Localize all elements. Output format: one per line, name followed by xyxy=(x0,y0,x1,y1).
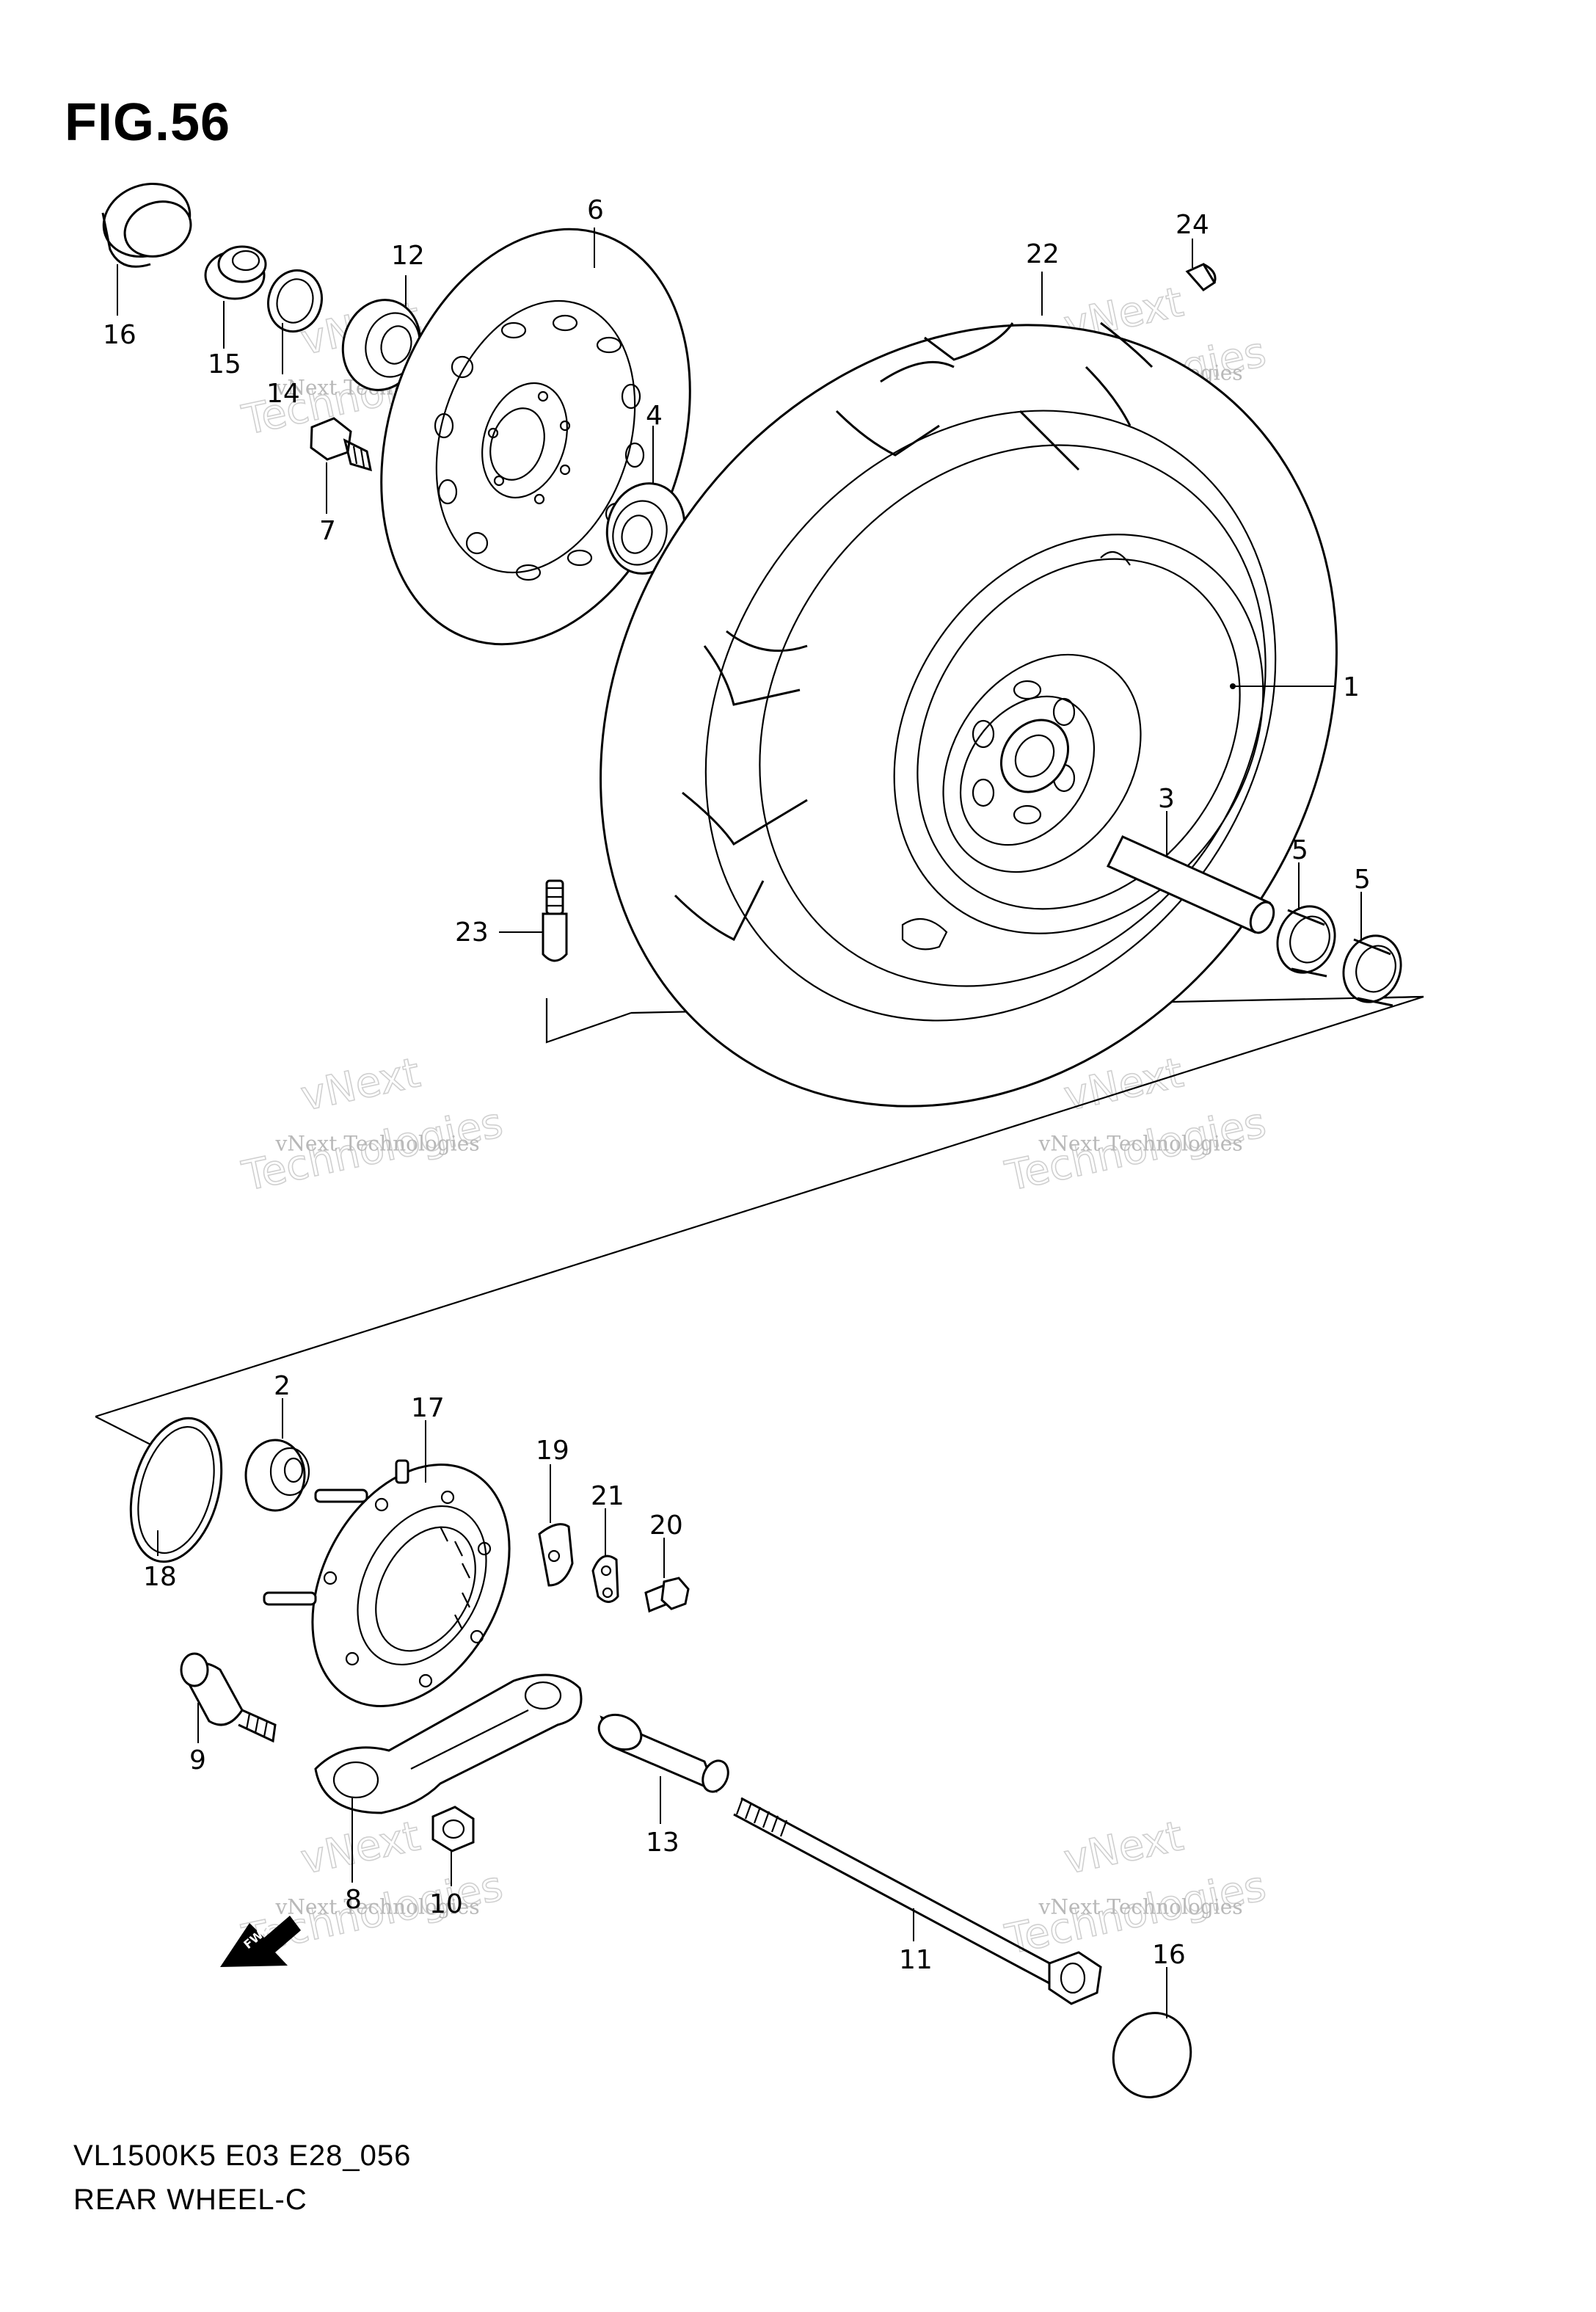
watermark-bottom-right: Technologies vNext vNext Technologies xyxy=(1001,1811,1271,1964)
disc-bolt-holes xyxy=(487,390,571,505)
part-23-valve-stem xyxy=(542,879,568,962)
callout-1: 1 xyxy=(1343,672,1360,702)
watermark-mid-left: Technologies vNext vNext Technologies xyxy=(238,1048,508,1201)
svg-text:vNext Technologies: vNext Technologies xyxy=(1038,1132,1243,1156)
part-13-collar xyxy=(597,1713,729,1793)
part-9-pivot-bolt xyxy=(180,1652,277,1743)
part-10-nut xyxy=(431,1806,475,1853)
part-16-dust-cap xyxy=(101,182,192,268)
callout-2: 2 xyxy=(274,1371,291,1401)
callout-11: 11 xyxy=(899,1945,933,1975)
tire-tread-pattern xyxy=(674,321,1154,942)
callout-23: 23 xyxy=(455,917,489,948)
part-7-disc-bolt xyxy=(310,417,372,472)
disc-vent-holes xyxy=(434,314,645,581)
flange-holes xyxy=(323,1490,492,1688)
callout-4: 4 xyxy=(646,401,663,431)
callout-labels: 16 15 14 12 7 6 4 22 24 1 3 5 5 23 2 17 … xyxy=(103,195,1371,1975)
svg-text:vNext Technologies: vNext Technologies xyxy=(1038,1895,1243,1919)
callout-22: 22 xyxy=(1026,239,1060,269)
axle-thread xyxy=(735,1797,788,1837)
callout-5a: 5 xyxy=(1291,835,1308,865)
part-20-bolt xyxy=(644,1577,690,1613)
svg-text:vNext Technologies: vNext Technologies xyxy=(275,1895,480,1919)
callout-18: 18 xyxy=(143,1562,177,1592)
svg-text:vNext: vNext xyxy=(296,1049,424,1121)
part-5-bearing-a xyxy=(1276,905,1336,978)
callout-24: 24 xyxy=(1176,210,1209,240)
part-2-bearing xyxy=(244,1439,310,1512)
section-name: REAR WHEEL-C xyxy=(73,2184,307,2216)
callout-12: 12 xyxy=(391,241,425,271)
callout-6: 6 xyxy=(587,195,604,225)
callout-3: 3 xyxy=(1158,784,1175,814)
part-18-o-ring xyxy=(129,1417,223,1563)
flange-studs xyxy=(263,1459,409,1606)
callout-19: 19 xyxy=(536,1436,569,1466)
part-3-spacer-tube xyxy=(1106,835,1275,934)
part-16-axle-cap xyxy=(1112,2012,1192,2098)
callout-7: 7 xyxy=(319,516,336,546)
part-24-balancer-clip xyxy=(1185,263,1217,291)
callout-10: 10 xyxy=(429,1889,463,1919)
callout-16-bottom: 16 xyxy=(1152,1940,1186,1970)
callout-8: 8 xyxy=(345,1885,362,1915)
svg-text:vNext: vNext xyxy=(1060,1812,1187,1884)
callout-16-top: 16 xyxy=(103,320,136,350)
part-8-torque-arm xyxy=(314,1673,583,1814)
callout-17: 17 xyxy=(411,1393,445,1423)
figure-title: FIG.56 xyxy=(65,93,231,152)
callout-5b: 5 xyxy=(1354,865,1371,895)
callout-21: 21 xyxy=(591,1481,624,1511)
part-1-wheel-rim xyxy=(893,534,1264,950)
callout-13: 13 xyxy=(646,1828,679,1858)
part-5-bearing-b xyxy=(1342,934,1402,1007)
callout-20: 20 xyxy=(649,1511,683,1541)
part-15-spacer xyxy=(204,245,267,300)
part-21-lock-washer xyxy=(591,1555,619,1603)
callout-15: 15 xyxy=(208,349,241,379)
svg-text:vNext: vNext xyxy=(296,1812,424,1884)
callout-9: 9 xyxy=(189,1745,206,1775)
svg-text:vNext Technologies: vNext Technologies xyxy=(275,1132,480,1156)
part-19-damper xyxy=(538,1523,574,1587)
callout-14: 14 xyxy=(266,379,300,409)
part-14-oil-seal xyxy=(267,269,323,333)
part-11-rear-axle xyxy=(733,1797,1102,2005)
part-17-drive-flange xyxy=(263,1459,511,1707)
model-code: VL1500K5 E03 E28_056 xyxy=(73,2140,412,2172)
leader-lines xyxy=(117,228,1362,2018)
